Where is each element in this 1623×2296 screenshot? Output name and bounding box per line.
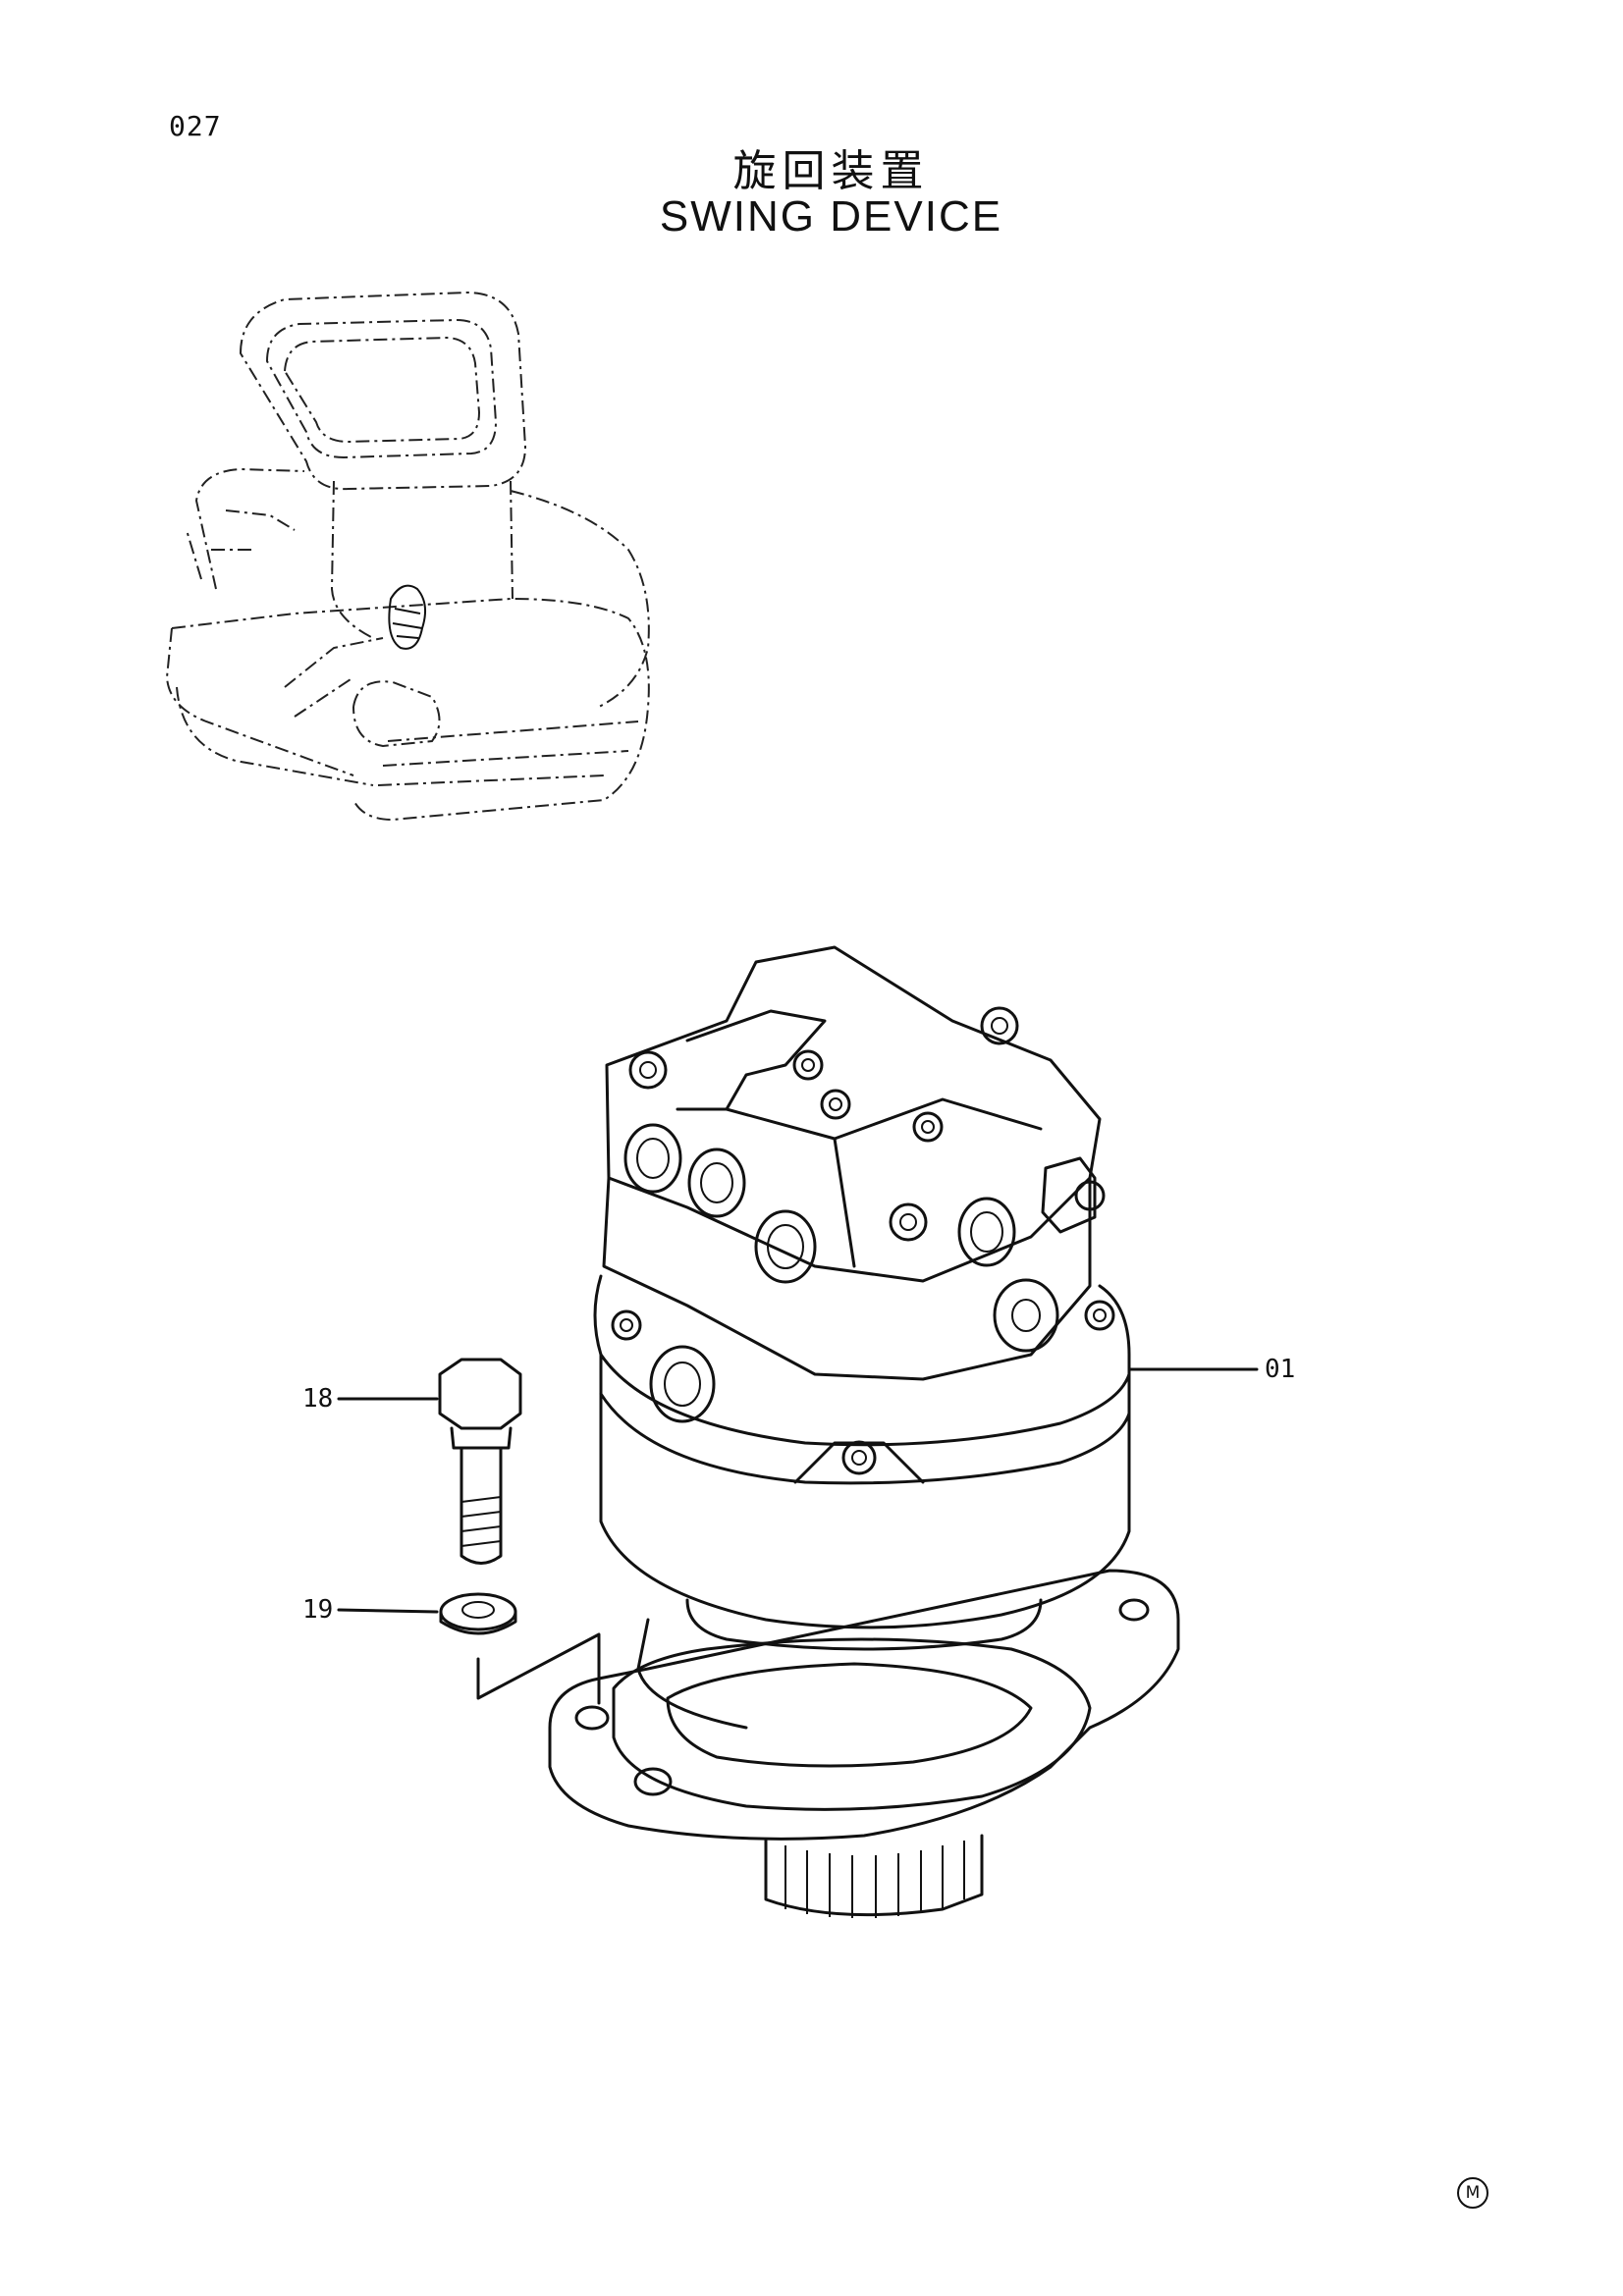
leader-line-19 [337, 1608, 439, 1614]
callout-19: 19 [302, 1595, 334, 1625]
swing-device-assembly [548, 945, 1180, 1918]
title-japanese: 旋回装置 [732, 146, 930, 196]
callout-18: 18 [302, 1384, 334, 1414]
maker-mark: M [1457, 2177, 1488, 2209]
washer-part-19 [439, 1592, 517, 1635]
callout-01: 01 [1265, 1355, 1296, 1384]
page-number: 027 [169, 110, 222, 142]
machine-location-view [165, 291, 650, 822]
bolt-part-18 [438, 1358, 522, 1565]
assembly-direction-line [476, 1632, 601, 1705]
title-english: SWING DEVICE [659, 192, 1003, 240]
